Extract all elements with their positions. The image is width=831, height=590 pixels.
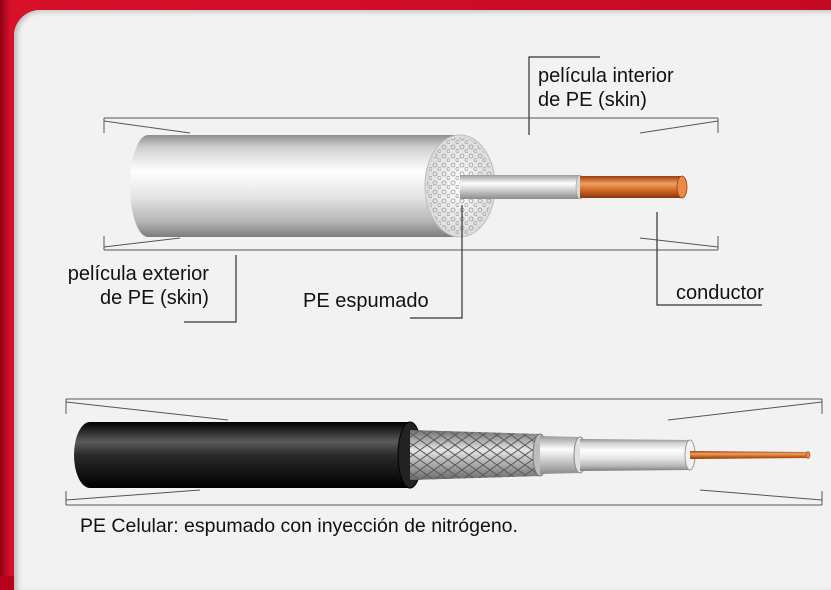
inner-skin-label-line2: de PE (skin) bbox=[538, 89, 647, 111]
black-jacket bbox=[74, 422, 410, 488]
inner-skin-label-line1: película interior bbox=[538, 65, 674, 87]
bottom-frame-lines bbox=[65, 398, 823, 506]
outer-skin-label-line2: de PE (skin) bbox=[100, 287, 209, 309]
caption: PE Celular: espumado con inyección de ni… bbox=[80, 515, 518, 537]
dielectric bbox=[580, 439, 690, 471]
inner-skin-label: película interior de PE (skin) bbox=[538, 64, 674, 112]
foamed-pe-label: PE espumado bbox=[303, 290, 429, 312]
outer-skin-label: película exterior de PE (skin) bbox=[62, 262, 209, 310]
foam-cable-illustration bbox=[130, 134, 688, 238]
outer-skin bbox=[130, 135, 460, 237]
outer-skin-label-line1: película exterior bbox=[67, 263, 209, 285]
top-frame-lines bbox=[103, 117, 719, 251]
copper-conductor bbox=[580, 176, 682, 198]
top-leader-lines bbox=[184, 56, 762, 323]
inner-skin-tube bbox=[460, 175, 580, 199]
coax-cable-illustration bbox=[74, 421, 811, 489]
conductor-label: conductor bbox=[676, 282, 764, 304]
foil-layer bbox=[540, 436, 580, 474]
cable-diagram bbox=[65, 56, 823, 506]
center-wire bbox=[690, 451, 808, 459]
